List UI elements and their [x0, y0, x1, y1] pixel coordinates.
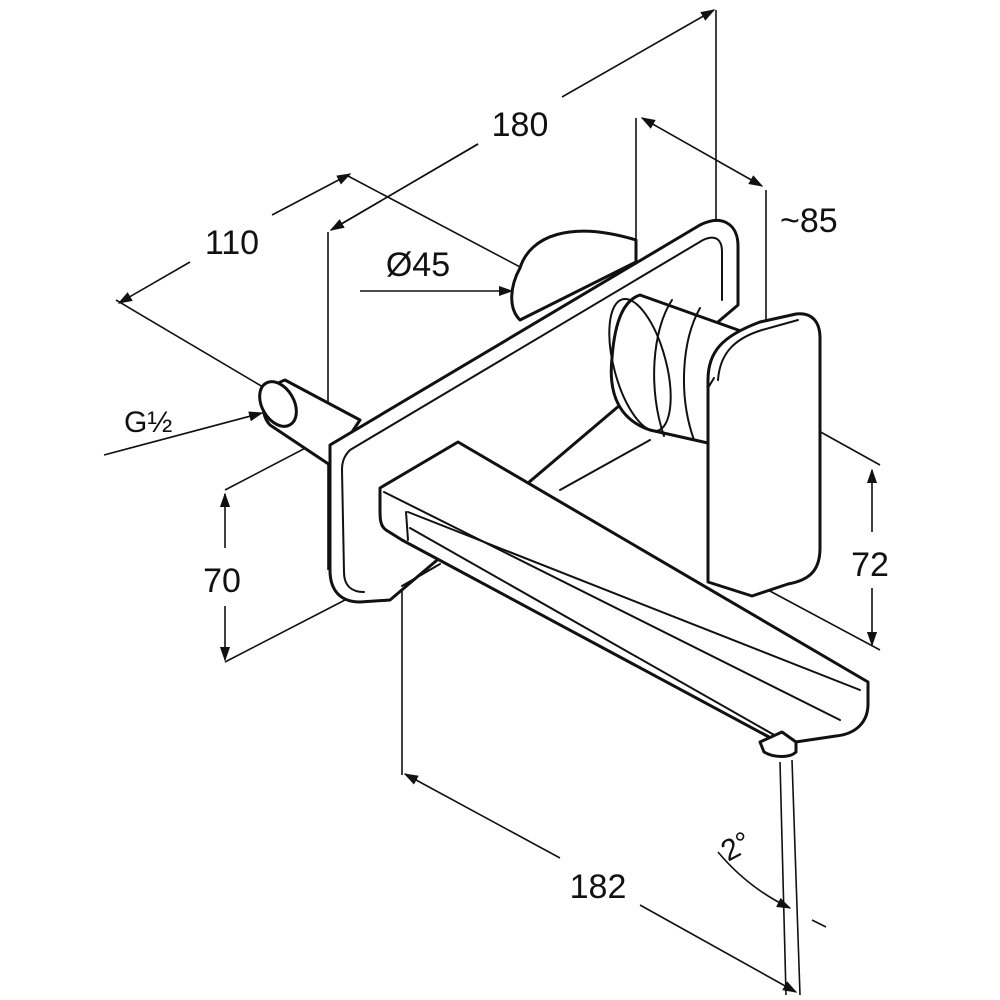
label-180: 180 — [492, 106, 549, 144]
label-45: Ø45 — [386, 246, 450, 284]
spout — [378, 440, 870, 746]
dimension-line-110 — [117, 261, 191, 304]
angle-arc — [717, 851, 792, 909]
dimension-line-thread — [103, 411, 264, 456]
faucet-body — [258, 219, 870, 758]
handle-lever — [706, 312, 822, 598]
cartridge-housing — [510, 229, 638, 322]
dimension-line-182 — [403, 773, 561, 859]
dimension-labels: 180 ~85 110 Ø45 G½ 70 72 182 2° — [124, 106, 889, 906]
label-70: 70 — [203, 562, 241, 600]
dimension-line-85 — [640, 117, 764, 187]
label-angle: 2° — [716, 826, 757, 869]
label-thread: G½ — [124, 406, 172, 439]
wall-plate-inner — [340, 236, 723, 593]
dimension-lines — [103, 9, 878, 993]
label-85: ~85 — [780, 202, 838, 240]
label-182: 182 — [570, 868, 627, 906]
label-110: 110 — [205, 224, 259, 262]
label-72: 72 — [851, 546, 889, 584]
aerator — [758, 730, 798, 758]
